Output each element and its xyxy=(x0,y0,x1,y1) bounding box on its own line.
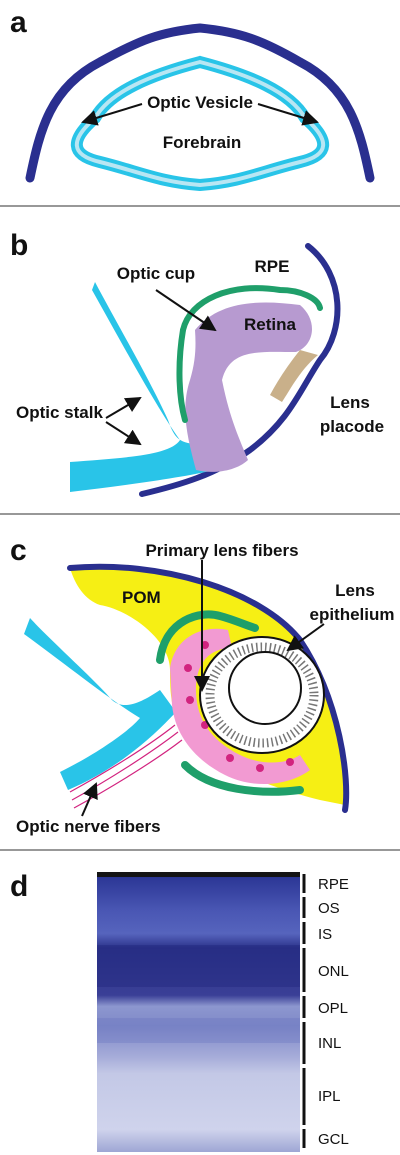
pom-label: POM xyxy=(122,588,161,607)
optic-stalk-c xyxy=(24,618,176,790)
panel-d: d RPE OS IS ONL OPL INL IPL GCL xyxy=(10,870,349,1152)
layer-label-gcl: GCL xyxy=(318,1131,349,1148)
optic-stalk-arrow-1 xyxy=(106,398,140,418)
histology-top-edge xyxy=(97,872,300,877)
forebrain-label: Forebrain xyxy=(163,133,241,152)
panel-d-letter: d xyxy=(10,870,28,903)
rpe-label: RPE xyxy=(255,257,290,276)
optic-nerve-fibers-label: Optic nerve fibers xyxy=(16,817,161,836)
optic-cup-label: Optic cup xyxy=(117,264,195,283)
layer-label-onl: ONL xyxy=(318,963,349,980)
lens-epithelium-label-line2: epithelium xyxy=(309,605,394,624)
panel-b-letter: b xyxy=(10,229,28,262)
optic-nerve-fibers-arrow xyxy=(82,784,96,816)
layer-label-rpe: RPE xyxy=(318,876,349,893)
layer-label-is: IS xyxy=(318,926,332,943)
layer-label-opl: OPL xyxy=(318,1000,348,1017)
retina-histology-section xyxy=(97,872,300,1152)
layer-label-os: OS xyxy=(318,900,340,917)
primary-lens-fibers-label: Primary lens fibers xyxy=(145,541,298,560)
optic-stalk-arrow-2 xyxy=(106,422,140,444)
panel-a-letter: a xyxy=(10,6,27,39)
lens-placode-label-line1: Lens xyxy=(330,393,370,412)
optic-vesicle-label: Optic Vesicle xyxy=(147,93,253,112)
panel-b: b Optic cup RPE Retina Optic stalk Lens … xyxy=(10,229,384,494)
panel-c: c Primary lens fibers Lens epith xyxy=(10,534,395,836)
optic-stalk-label: Optic stalk xyxy=(16,403,103,422)
panel-a: a Optic Vesicle Forebrain xyxy=(10,6,370,185)
rpe-b-lower xyxy=(179,330,185,420)
layer-label-ipl: IPL xyxy=(318,1088,341,1105)
panel-c-letter: c xyxy=(10,534,27,567)
lens-vesicle xyxy=(200,637,324,753)
lens-epithelium-label-line1: Lens xyxy=(335,581,375,600)
retina-label: Retina xyxy=(244,315,297,334)
layer-label-inl: INL xyxy=(318,1035,341,1052)
lens-placode-label-line2: placode xyxy=(320,417,384,436)
